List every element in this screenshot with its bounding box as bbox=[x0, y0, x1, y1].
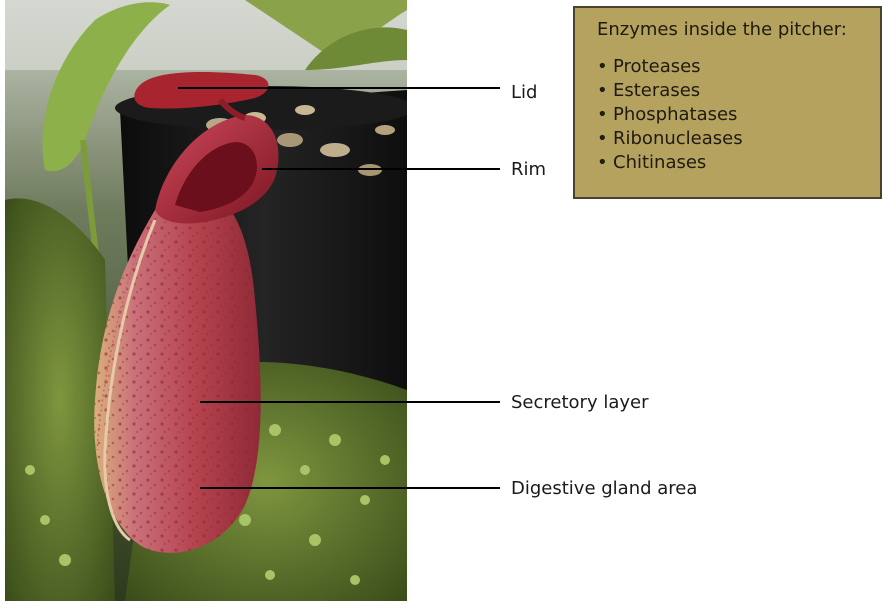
enzyme-list-item: •Chitinases bbox=[597, 151, 880, 175]
label-rim: Rim bbox=[511, 159, 546, 181]
bullet-glyph: • bbox=[597, 127, 613, 151]
enzyme-name: Esterases bbox=[613, 79, 700, 103]
enzyme-list-item: •Phosphatases bbox=[597, 103, 880, 127]
bullet-glyph: • bbox=[597, 55, 613, 79]
enzyme-name: Ribonucleases bbox=[613, 127, 743, 151]
enzyme-name: Chitinases bbox=[613, 151, 706, 175]
enzyme-name: Proteases bbox=[613, 55, 701, 79]
bullet-glyph: • bbox=[597, 103, 613, 127]
enzyme-info-box: Enzymes inside the pitcher: •Proteases •… bbox=[573, 6, 882, 199]
enzyme-name: Phosphatases bbox=[613, 103, 737, 127]
enzyme-list-item: •Proteases bbox=[597, 55, 880, 79]
enzyme-box-title: Enzymes inside the pitcher: bbox=[597, 19, 880, 41]
label-digestive-gland-area: Digestive gland area bbox=[511, 478, 697, 500]
bullet-glyph: • bbox=[597, 79, 613, 103]
pitcher-plant-illustration bbox=[5, 0, 407, 601]
pitcher-plant-photo bbox=[5, 0, 407, 601]
enzyme-list-item: •Ribonucleases bbox=[597, 127, 880, 151]
label-lid: Lid bbox=[511, 82, 537, 104]
enzyme-list: •Proteases •Esterases •Phosphatases •Rib… bbox=[597, 55, 880, 175]
label-secretory-layer: Secretory layer bbox=[511, 392, 648, 414]
enzyme-list-item: •Esterases bbox=[597, 79, 880, 103]
bullet-glyph: • bbox=[597, 151, 613, 175]
